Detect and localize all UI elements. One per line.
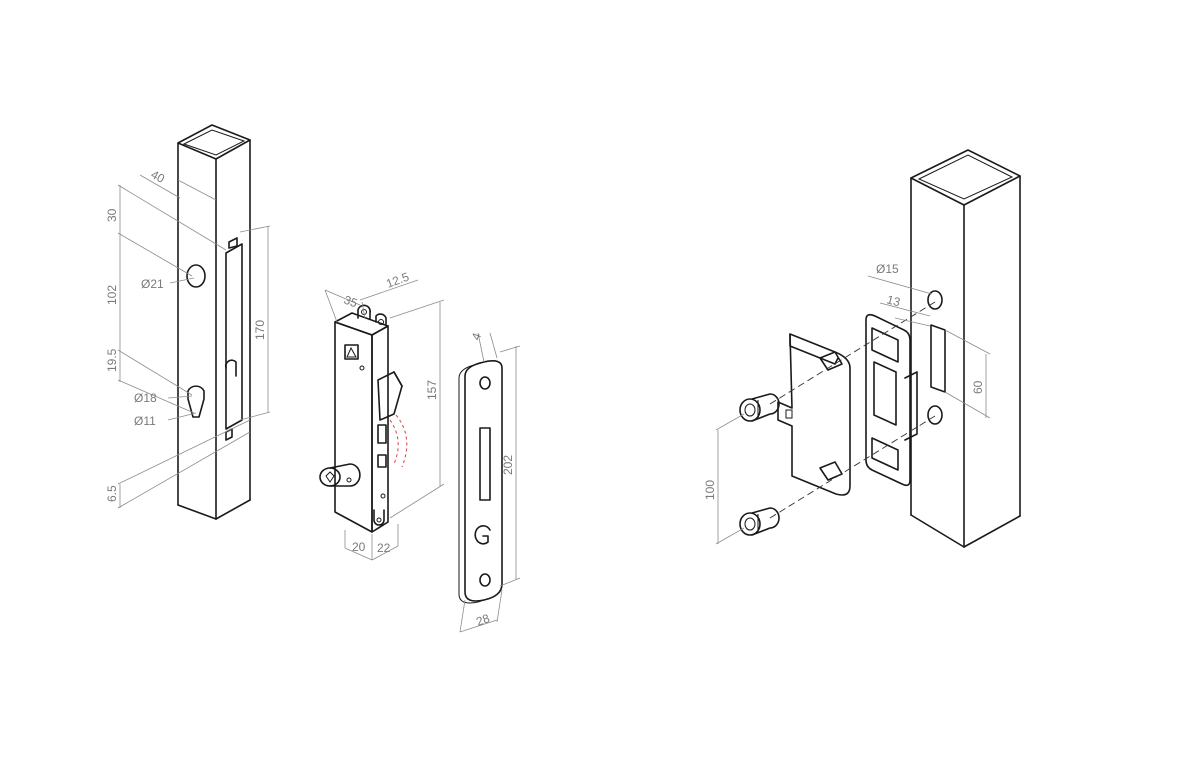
dim-dia15: Ø15 bbox=[876, 262, 899, 276]
dim-157: 157 bbox=[425, 380, 439, 400]
dim-20: 20 bbox=[352, 540, 366, 554]
dim-35: 35 bbox=[342, 293, 360, 311]
bolt-top bbox=[739, 393, 780, 422]
bolt-bottom bbox=[739, 507, 780, 536]
dim-12-5: 12.5 bbox=[384, 270, 411, 291]
left-post-dimensions: 40 30 Ø21 102 19.5 Ø18 Ø11 170 6.5 bbox=[105, 167, 271, 509]
left-post bbox=[177, 124, 251, 520]
right-post bbox=[910, 149, 1021, 548]
bracket bbox=[777, 333, 851, 496]
dim-dia18: Ø18 bbox=[134, 391, 157, 405]
dim-100: 100 bbox=[703, 480, 717, 500]
dim-40: 40 bbox=[149, 167, 168, 186]
lock-body bbox=[319, 304, 408, 533]
dim-202: 202 bbox=[501, 455, 515, 475]
dim-4: 4 bbox=[469, 331, 485, 342]
right-post-dimensions: Ø15 13 60 100 bbox=[703, 262, 991, 545]
dim-22: 22 bbox=[377, 541, 391, 555]
lock-dimensions: 35 12.5 157 20 22 bbox=[324, 270, 445, 561]
dim-19-5: 19.5 bbox=[105, 348, 119, 372]
strike-dimensions: 4 202 28 bbox=[459, 331, 521, 633]
dim-102: 102 bbox=[105, 285, 119, 305]
dim-30: 30 bbox=[105, 208, 119, 222]
dim-28: 28 bbox=[474, 611, 492, 629]
dim-dia21: Ø21 bbox=[141, 277, 164, 291]
keeper-plate bbox=[865, 313, 918, 487]
strike-plate bbox=[458, 360, 503, 604]
dim-60: 60 bbox=[971, 380, 985, 394]
dim-dia11: Ø11 bbox=[134, 414, 156, 428]
dim-170: 170 bbox=[253, 320, 267, 340]
dim-6-5: 6.5 bbox=[105, 485, 119, 502]
dim-13: 13 bbox=[885, 292, 902, 309]
